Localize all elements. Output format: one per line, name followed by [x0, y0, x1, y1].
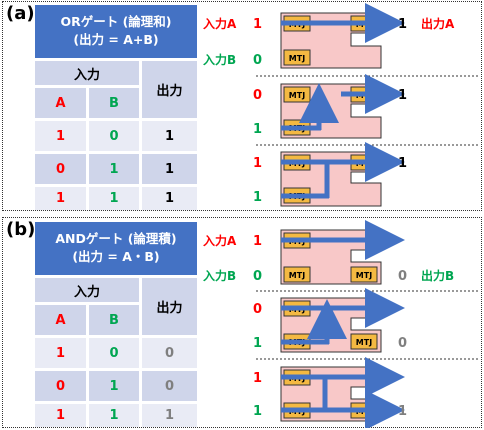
row2-a: 0: [35, 154, 86, 184]
output-label: 出力B: [421, 268, 454, 283]
panel-label: (b): [6, 219, 36, 240]
table-title: ANDゲート (論理積) (出力 = A・B): [35, 222, 197, 275]
input-a-value: 0: [253, 88, 262, 103]
col-a-header: A: [35, 88, 86, 118]
and-case-2: MTJ MTJ MTJ 0 1 0: [253, 288, 407, 353]
row2-out: 0: [142, 371, 197, 401]
table-title: ORゲート (論理和) (出力 = A+B): [35, 5, 197, 58]
input-b-value: 0: [253, 53, 262, 68]
mtj-b-label: MTJ: [289, 54, 305, 63]
col-b-header: B: [89, 88, 139, 118]
input-b-value: 0: [253, 269, 262, 284]
input-b-label: 入力B: [203, 52, 236, 67]
panel-label: (a): [6, 3, 35, 24]
row3-a: 1: [35, 404, 86, 427]
input-b-value: 1: [253, 122, 262, 137]
input-a-value: 1: [253, 156, 262, 171]
mtj-a-label: MTJ: [289, 91, 305, 100]
output-value: 1: [398, 156, 407, 171]
row1-b: 0: [89, 338, 139, 368]
input-b-value: 1: [253, 190, 262, 205]
output-header: 出力: [142, 278, 197, 335]
row2-b: 1: [89, 371, 139, 401]
mtj-out-label: MTJ: [356, 338, 372, 347]
input-b-value: 1: [253, 336, 262, 351]
output-label: 出力A: [421, 16, 455, 31]
or-case-1: MTJ MTJ MTJ 入力A 1 入力B 0 1 出力A: [203, 3, 455, 69]
row3-a: 1: [35, 187, 86, 210]
table-title-line2: (出力 = A・B): [72, 249, 160, 264]
output-value: 1: [398, 17, 407, 32]
mtj-b: [283, 49, 311, 66]
input-a-value: 1: [253, 371, 262, 386]
and-gate-diagram: MTJ MTJ MTJ 入力A 1 入力B 0 0 出力B MTJ MTJ MT…: [203, 220, 478, 428]
and-case-3: MTJ MTJ MTJ 1 1 1: [253, 357, 407, 428]
input-a-value: 0: [253, 302, 262, 317]
or-case-3: MTJ MTJ MTJ 1 1 1: [253, 142, 407, 207]
mtj-b-label: MTJ: [289, 271, 305, 280]
table-title-line2: (出力 = A+B): [73, 32, 159, 47]
col-b-header: B: [89, 305, 139, 335]
output-value: 0: [398, 336, 407, 351]
input-a-value: 1: [253, 17, 262, 32]
row2-out: 1: [142, 154, 197, 184]
and-case-1: MTJ MTJ MTJ 入力A 1 入力B 0 0 出力B: [203, 220, 454, 285]
input-a-value: 1: [253, 234, 262, 249]
or-case-2: MTJ MTJ MTJ 0 1 1: [253, 74, 407, 139]
row3-b: 1: [89, 187, 139, 210]
row1-out: 0: [142, 338, 197, 368]
input-header: 入力: [35, 61, 139, 85]
input-a-label: 入力A: [203, 16, 237, 31]
row3-b: 1: [89, 404, 139, 427]
mtj-out: [350, 266, 378, 283]
input-b-label: 入力B: [203, 268, 236, 283]
row1-a: 1: [35, 338, 86, 368]
input-header: 入力: [35, 278, 139, 302]
row2-a: 0: [35, 371, 86, 401]
input-a-label: 入力A: [203, 233, 237, 248]
mtj-b: [283, 266, 311, 283]
col-a-header: A: [35, 305, 86, 335]
output-value: 1: [398, 88, 407, 103]
row1-a: 1: [35, 121, 86, 151]
row1-out: 1: [142, 121, 197, 151]
panel-and-gate: (b) ANDゲート (論理積) (出力 = A・B) 入力 A B 出力 1 …: [2, 217, 482, 428]
row3-out: 1: [142, 404, 197, 427]
row2-b: 1: [89, 154, 139, 184]
row1-b: 0: [89, 121, 139, 151]
mtj-out-label: MTJ: [356, 271, 372, 280]
mtj-out: [350, 333, 378, 350]
output-value: 1: [398, 404, 407, 419]
panel-or-gate: (a) ORゲート (論理和) (出力 = A+B) 入力 A B 出力 1 0…: [2, 1, 482, 211]
or-gate-diagram: MTJ MTJ MTJ 入力A 1 入力B 0 1 出力A MTJ MTJ MT…: [203, 3, 478, 207]
input-b-value: 1: [253, 404, 262, 419]
table-title-line1: ANDゲート (論理積): [55, 231, 177, 246]
table-title-line1: ORゲート (論理和): [60, 14, 172, 29]
row3-out: 1: [142, 187, 197, 210]
output-header: 出力: [142, 61, 197, 118]
output-value: 0: [398, 269, 407, 284]
